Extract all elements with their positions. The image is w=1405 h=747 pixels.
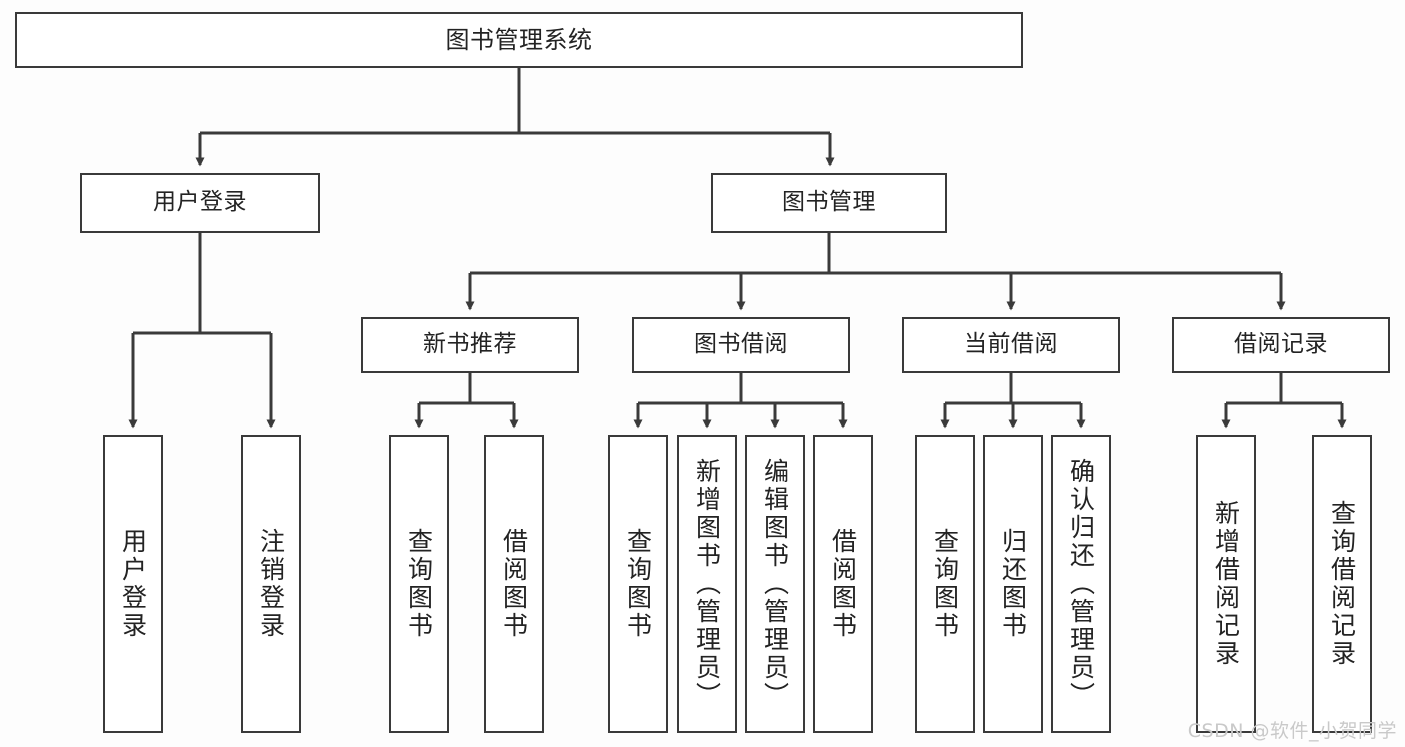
node-leaf-borrow-book-rec[interactable]: 借阅图书	[484, 435, 544, 733]
node-root[interactable]: 图书管理系统	[15, 12, 1023, 68]
node-book-borrow[interactable]: 图书借阅	[632, 317, 850, 373]
node-leaf-confirm-return[interactable]: 确认归还（管理员）	[1051, 435, 1111, 733]
node-leaf-logout-label: 注销登录	[256, 528, 286, 640]
node-leaf-add-record-label: 新增借阅记录	[1211, 500, 1241, 668]
node-leaf-add-book[interactable]: 新增图书（管理员）	[677, 435, 737, 733]
node-current-borrow-label: 当前借阅	[964, 331, 1058, 358]
node-book-manage[interactable]: 图书管理	[711, 173, 947, 233]
node-leaf-query-book-cur[interactable]: 查询图书	[915, 435, 975, 733]
node-leaf-query-book-rec[interactable]: 查询图书	[389, 435, 449, 733]
node-user-login[interactable]: 用户登录	[80, 173, 320, 233]
node-current-borrow[interactable]: 当前借阅	[902, 317, 1120, 373]
node-book-manage-label: 图书管理	[782, 189, 876, 216]
node-leaf-query-record[interactable]: 查询借阅记录	[1312, 435, 1372, 733]
node-leaf-user-login-label: 用户登录	[118, 528, 148, 640]
node-leaf-query-record-label: 查询借阅记录	[1327, 500, 1357, 668]
node-leaf-borrow-book-rec-label: 借阅图书	[499, 528, 529, 640]
node-book-borrow-label: 图书借阅	[694, 331, 788, 358]
csdn-watermark: CSDN @软件_小贺同学	[1187, 720, 1397, 742]
node-leaf-user-login[interactable]: 用户登录	[103, 435, 163, 733]
node-borrow-record[interactable]: 借阅记录	[1172, 317, 1390, 373]
node-user-login-label: 用户登录	[153, 189, 247, 216]
node-leaf-return-book-label: 归还图书	[998, 528, 1028, 640]
node-leaf-edit-book[interactable]: 编辑图书（管理员）	[745, 435, 805, 733]
node-leaf-query-book-rec-label: 查询图书	[404, 528, 434, 640]
node-leaf-return-book[interactable]: 归还图书	[983, 435, 1043, 733]
node-borrow-record-label: 借阅记录	[1234, 331, 1328, 358]
node-new-book-rec-label: 新书推荐	[423, 331, 517, 358]
node-leaf-confirm-return-label: 确认归还（管理员）	[1066, 458, 1096, 710]
node-leaf-add-book-label: 新增图书（管理员）	[692, 458, 722, 710]
node-leaf-query-book-borrow-label: 查询图书	[623, 528, 653, 640]
node-root-label: 图书管理系统	[445, 25, 593, 54]
node-leaf-edit-book-label: 编辑图书（管理员）	[760, 458, 790, 710]
node-leaf-add-record[interactable]: 新增借阅记录	[1196, 435, 1256, 733]
node-leaf-borrow-book[interactable]: 借阅图书	[813, 435, 873, 733]
node-leaf-query-book-borrow[interactable]: 查询图书	[608, 435, 668, 733]
node-leaf-query-book-cur-label: 查询图书	[930, 528, 960, 640]
node-new-book-rec[interactable]: 新书推荐	[361, 317, 579, 373]
node-leaf-borrow-book-label: 借阅图书	[828, 528, 858, 640]
node-leaf-logout[interactable]: 注销登录	[241, 435, 301, 733]
